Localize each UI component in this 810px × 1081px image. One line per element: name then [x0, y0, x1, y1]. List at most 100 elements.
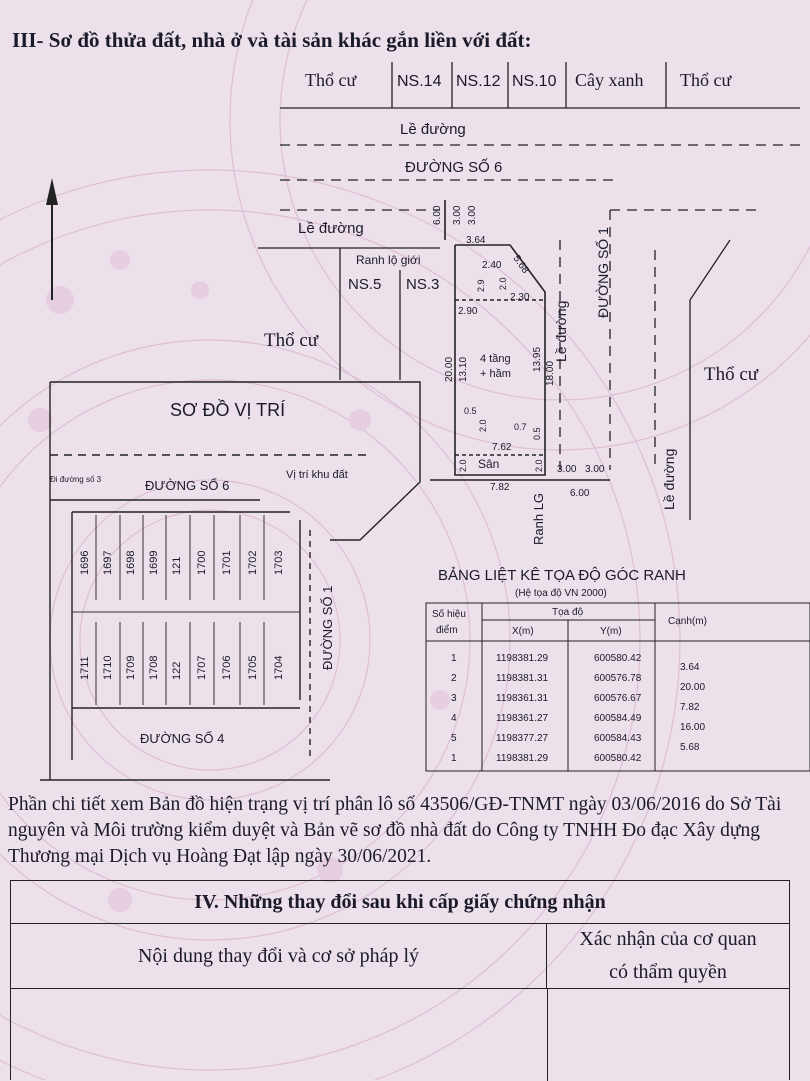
lot-number: 1710: [102, 656, 114, 680]
loc-duong-so-4: ĐƯỜNG SỐ 4: [140, 731, 224, 746]
lot-number: 1699: [148, 551, 160, 575]
dim-6-00-h: 6.00: [570, 488, 590, 499]
coord-edge: 3.64: [680, 662, 700, 673]
coord-header-coord: Tọa độ: [552, 607, 584, 618]
lot-number: 1696: [79, 551, 91, 575]
section-4-col-right-line-2: có thẩm quyền: [609, 961, 727, 983]
land-plot-diagram: Thổ cư NS.14 NS.12 NS.10 Cây xanh Thổ cư…: [40, 62, 810, 781]
top-cell-ns14: NS.14: [397, 73, 442, 90]
coord-edge: 20.00: [680, 682, 705, 693]
lot-number: 1703: [273, 551, 285, 575]
dim-7-82: 7.82: [490, 482, 510, 493]
dim-3-64: 3.64: [466, 235, 486, 246]
location-map-title: SƠ ĐỒ VỊ TRÍ: [170, 399, 285, 420]
coord-table-title: BẢNG LIỆT KÊ TỌA ĐỘ GÓC RANH: [438, 567, 686, 584]
coord-x: 1198381.29: [496, 753, 549, 764]
lot-number: 1708: [148, 656, 160, 680]
section-4-col-right-line-1: Xác nhận của cơ quan: [579, 928, 757, 950]
section-4-title: IV. Những thay đổi sau khi cấp giấy chứn…: [11, 881, 789, 924]
tho-cu-left: Thổ cư: [264, 330, 319, 351]
dim-3-00-b: 3.00: [467, 205, 478, 225]
coord-point: 2: [451, 673, 457, 684]
coord-y: 600580.42: [594, 653, 642, 664]
loc-duong-so-1: ĐƯỜNG SỐ 1: [320, 586, 335, 670]
top-cell-tho-cu-right: Thổ cư: [680, 70, 732, 90]
lot-number: 1711: [79, 656, 91, 680]
lot-number: 121: [171, 557, 183, 575]
dim-6-00-v: 6.00: [432, 205, 443, 225]
north-arrow-icon: [46, 178, 58, 300]
duong-so-1-vertical: ĐƯỜNG SỐ 1: [594, 227, 611, 318]
dim-3-00-a: 3.00: [452, 205, 463, 225]
lot-number: 1707: [196, 656, 208, 680]
coord-x: 1198381.31: [496, 673, 549, 684]
coord-x: 1198361.27: [496, 713, 549, 724]
lot-number: 1706: [221, 656, 233, 680]
lot-number: 1701: [221, 551, 233, 575]
building-floors: 4 tầng: [480, 353, 511, 365]
dim-2-30: 2.30: [510, 292, 530, 303]
section-4-col-right: Xác nhận của cơ quan có thẩm quyền: [547, 923, 789, 989]
coord-header-y: Y(m): [600, 626, 622, 637]
coord-header-point-1: Số hiệu: [432, 608, 466, 620]
coord-y: 600576.78: [594, 673, 642, 684]
description-paragraph: Phần chi tiết xem Bản đồ hiện trạng vị t…: [8, 794, 782, 867]
lot-number: 1698: [125, 551, 137, 575]
dim-2-9: 2.9: [476, 279, 486, 292]
lot-number: 1700: [196, 551, 208, 575]
coord-table-subtitle: (Hệ tọa độ VN 2000): [515, 588, 607, 599]
section-4-table: IV. Những thay đổi sau khi cấp giấy chứn…: [10, 880, 790, 1081]
dim-3-00-c: 3.00: [557, 464, 577, 475]
dim-13-10: 13.10: [458, 357, 469, 382]
san-label: Sân: [478, 457, 499, 471]
dim-7-62: 7.62: [492, 442, 512, 453]
loc-duong-so-6: ĐƯỜNG SỐ 6: [145, 478, 229, 493]
dim-18-00: 18.00: [545, 361, 556, 386]
dim-2-40: 2.40: [482, 260, 502, 271]
dim-2-0-d: 2.0: [534, 459, 544, 472]
dim-0-5-b: 0.5: [532, 427, 542, 440]
section-3-title: III- Sơ đồ thửa đất, nhà ở và tài sản kh…: [12, 28, 532, 52]
coord-point: 5: [451, 733, 457, 744]
dim-2-0-c: 2.0: [458, 459, 468, 472]
le-duong-right: Lề đường: [661, 449, 677, 510]
coord-edge: 16.00: [680, 722, 705, 733]
lots-bottom-row: 1711 1710 1709 1708 122 1707 1706 1705 1704: [79, 656, 285, 680]
duong-so-6-label: ĐƯỜNG SỐ 6: [405, 158, 502, 176]
coord-point: 4: [451, 713, 457, 724]
ranh-lo-gioi: Ranh lộ giới: [356, 253, 421, 267]
tho-cu-right: Thổ cư: [704, 364, 759, 385]
section-4-divider: [547, 989, 548, 1081]
di-duong-so-3: Đi đường số 3: [50, 475, 102, 484]
coord-edge: 7.82: [680, 702, 700, 713]
lot-number: 122: [171, 662, 183, 680]
coord-header-x: X(m): [512, 626, 534, 637]
top-cell-ns10: NS.10: [512, 73, 557, 90]
le-duong-top: Lề đường: [400, 121, 466, 138]
lot-number: 1704: [273, 656, 285, 680]
coord-x: 1198361.31: [496, 693, 549, 704]
coord-header-point-2: điểm: [436, 624, 458, 636]
dim-0-7: 0.7: [514, 422, 527, 432]
lot-number: 1697: [102, 551, 114, 575]
lot-number: 1702: [247, 551, 259, 575]
dim-0-5-a: 0.5: [464, 406, 477, 416]
vi-tri-khu-dat: Vị trí khu đất: [286, 469, 348, 481]
dim-13-95: 13.95: [532, 347, 543, 372]
lots-top-row: 1696 1697 1698 1699 121 1700 1701 1702 1703: [79, 551, 285, 575]
building-basement: + hầm: [480, 368, 511, 380]
lot-number: 1709: [125, 656, 137, 680]
coord-x: 1198381.29: [496, 653, 549, 664]
top-cell-ns12: NS.12: [456, 73, 501, 90]
ranh-lg-label: Ranh LG: [531, 493, 546, 545]
coord-point: 1: [451, 653, 457, 664]
ns3-label: NS.3: [406, 276, 439, 293]
dim-3-00-d: 3.00: [585, 464, 605, 475]
coord-y: 600584.43: [594, 733, 642, 744]
dim-2-90: 2.90: [458, 306, 478, 317]
le-duong-left: Lề đường: [298, 220, 364, 237]
dim-20-00: 20.00: [444, 357, 455, 382]
lot-number: 1705: [247, 656, 259, 680]
coord-y: 600584.49: [594, 713, 642, 724]
